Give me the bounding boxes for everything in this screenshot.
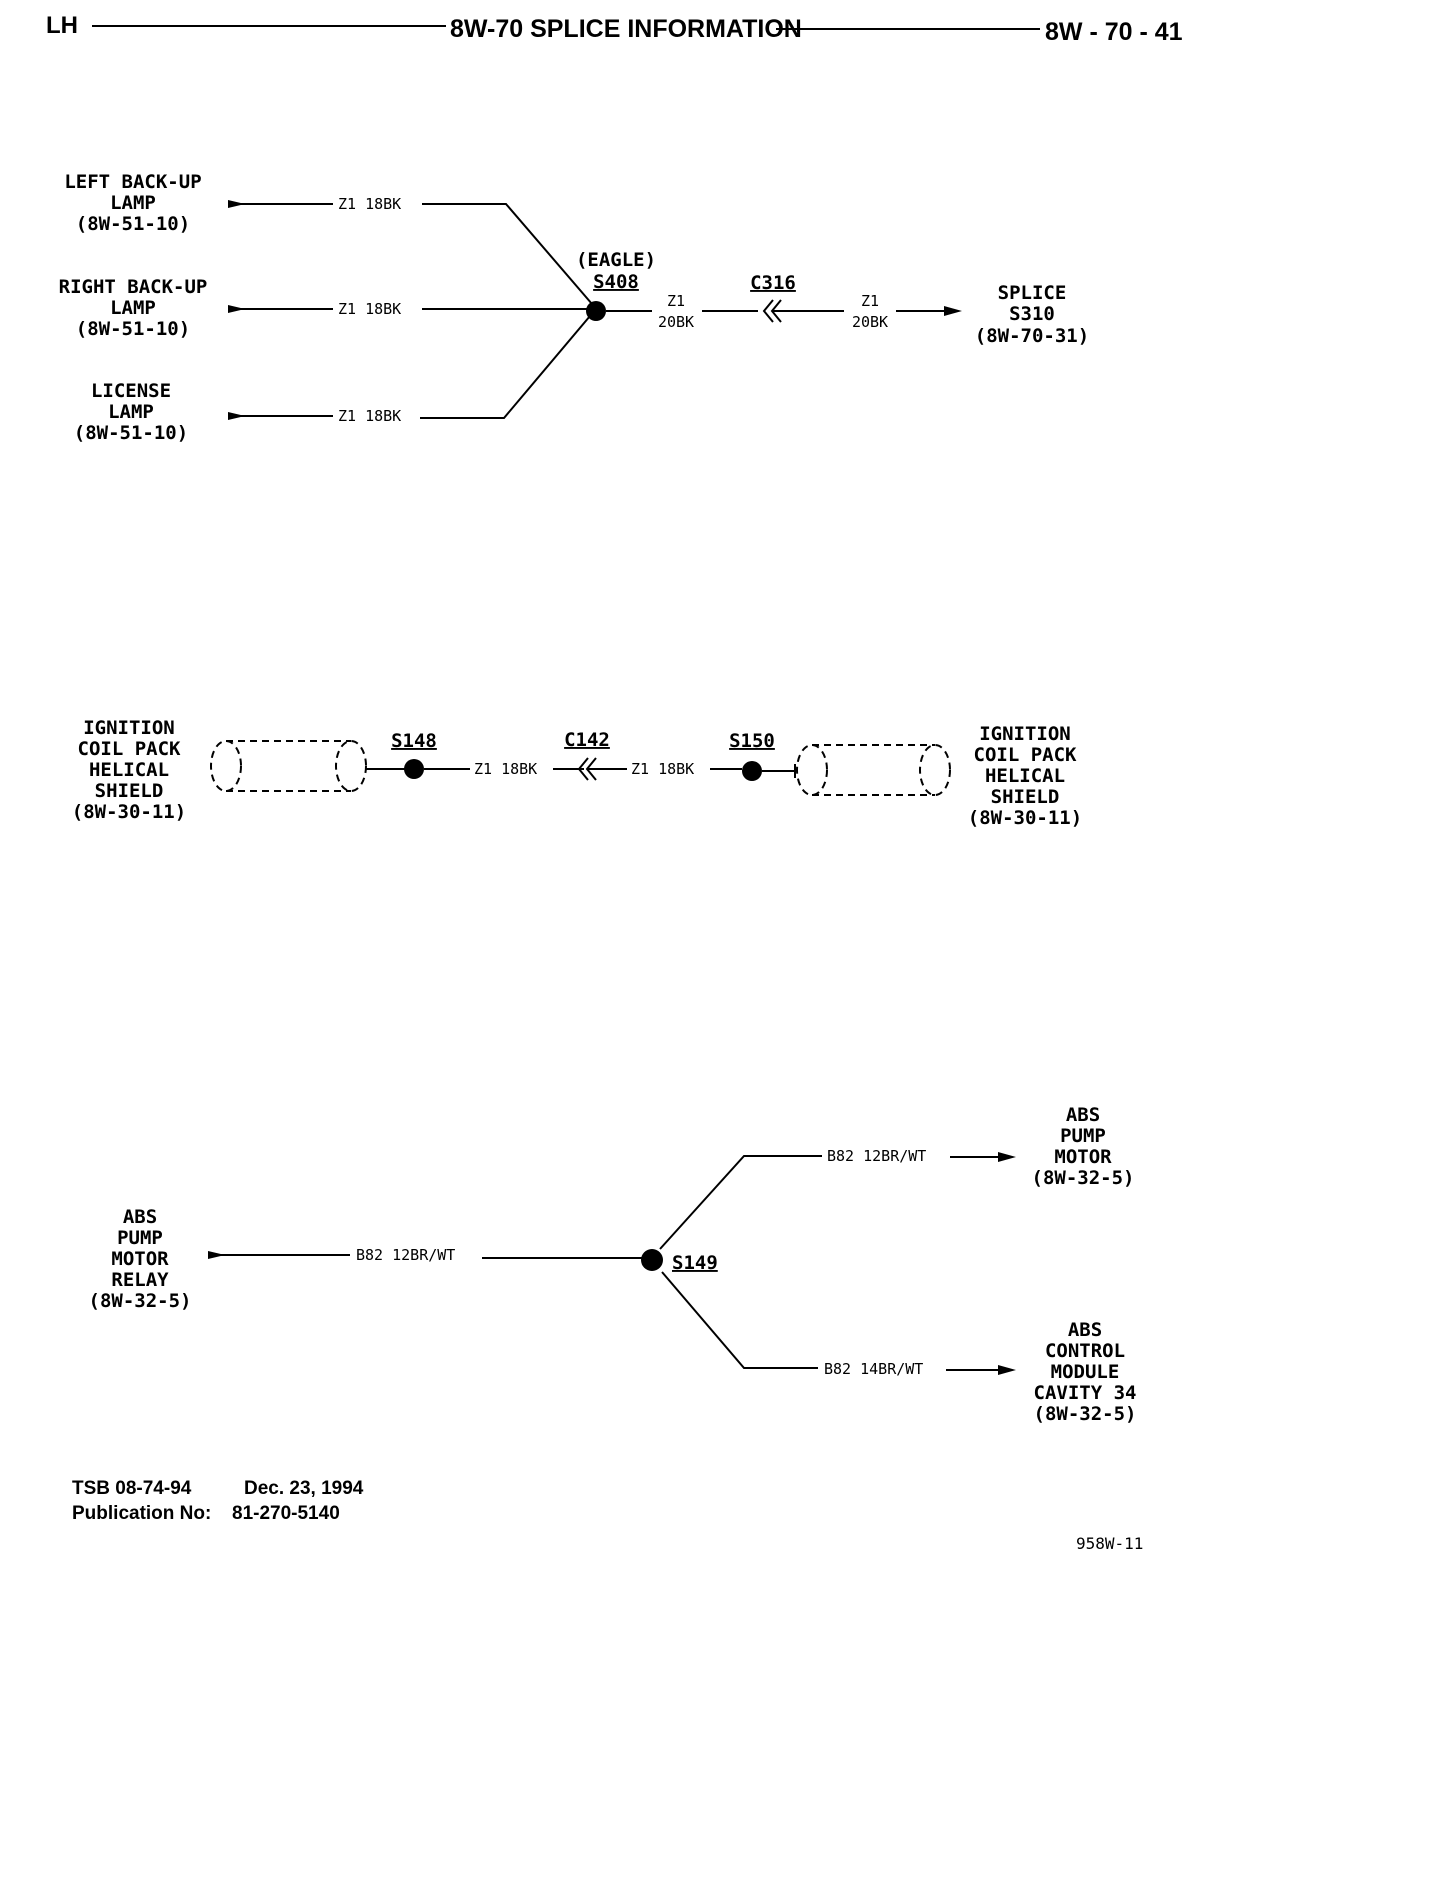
wire-label: Z1 xyxy=(667,292,685,310)
helical-shield-icon xyxy=(210,740,367,792)
source-label-line: LEFT BACK-UP xyxy=(64,171,201,193)
splice-diagram: LH 8W-70 SPLICE INFORMATION 8W - 70 - 41… xyxy=(46,12,1183,1553)
dest-label-line: MOTOR xyxy=(1054,1146,1112,1168)
diagram-s149: ABS PUMP MOTOR RELAY (8W-32-5) B82 12BR/… xyxy=(89,1104,1137,1425)
dest-label-line: CONTROL xyxy=(1045,1340,1125,1362)
wire-label: B82 14BR/WT xyxy=(824,1360,923,1378)
dest-label-line: S310 xyxy=(1009,303,1055,325)
shield-label-line: IGNITION xyxy=(979,723,1071,745)
wire-label: Z1 18BK xyxy=(338,300,401,318)
schematic-page: LH 8W-70 SPLICE INFORMATION 8W - 70 - 41… xyxy=(46,12,1183,1553)
figure-id: 958W-11 xyxy=(1076,1534,1143,1553)
connector-id-c316: C316 xyxy=(750,272,796,294)
source-license-lamp: LICENSE LAMP (8W-51-10) xyxy=(74,380,188,444)
diagram-s408: LEFT BACK-UP LAMP (8W-51-10) Z1 18BK RIG… xyxy=(59,171,1090,444)
shield-label-line: IGNITION xyxy=(83,717,175,739)
connector-id-c142: C142 xyxy=(564,729,610,751)
source-label-line: (8W-32-5) xyxy=(89,1290,192,1312)
source-label-line: PUMP xyxy=(117,1227,163,1249)
shield-label-line: COIL PACK xyxy=(974,744,1078,766)
wire-label: Z1 18BK xyxy=(338,407,401,425)
wire-label: B82 12BR/WT xyxy=(356,1246,455,1264)
source-label-line: ABS xyxy=(123,1206,157,1228)
wire-segment xyxy=(420,315,591,419)
helical-shield-icon xyxy=(796,744,951,796)
wire-label: 20BK xyxy=(852,313,888,331)
dest-abs-pump-motor: ABS PUMP MOTOR (8W-32-5) xyxy=(1032,1104,1135,1189)
wire-segment xyxy=(659,1155,822,1250)
splice-dot-icon xyxy=(742,761,762,781)
arrow-right-icon xyxy=(998,1365,1016,1375)
splice-id-s408: S408 xyxy=(593,271,639,293)
left-shield-label: IGNITION COIL PACK HELICAL SHIELD (8W-30… xyxy=(72,717,186,823)
footer: TSB 08-74-94 Dec. 23, 1994 Publication N… xyxy=(72,1478,1143,1553)
source-label-line: LAMP xyxy=(108,401,154,423)
source-label-line: LICENSE xyxy=(91,380,171,402)
wire-label: Z1 18BK xyxy=(631,760,694,778)
splice-dot-icon xyxy=(586,301,606,321)
shield-label-line: (8W-30-11) xyxy=(72,801,186,823)
source-label-line: (8W-51-10) xyxy=(74,422,188,444)
splice-id-s149: S149 xyxy=(672,1252,718,1274)
shield-label-line: COIL PACK xyxy=(78,738,182,760)
source-label-line: LAMP xyxy=(110,297,156,319)
arrow-right-icon xyxy=(998,1152,1016,1162)
right-shield-label: IGNITION COIL PACK HELICAL SHIELD (8W-30… xyxy=(968,723,1082,829)
wire-segment xyxy=(422,203,593,305)
wire-label: Z1 18BK xyxy=(338,195,401,213)
dest-label-line: MODULE xyxy=(1051,1361,1120,1383)
wire-segment xyxy=(661,1271,818,1369)
source-label-line: LAMP xyxy=(110,192,156,214)
dest-label-line: PUMP xyxy=(1060,1125,1106,1147)
dest-label-line: CAVITY 34 xyxy=(1034,1382,1137,1404)
shield-label-line: (8W-30-11) xyxy=(968,807,1082,829)
tsb-number: TSB 08-74-94 xyxy=(72,1478,192,1499)
splice-id-s150: S150 xyxy=(729,730,775,752)
source-abs-pump-motor-relay: ABS PUMP MOTOR RELAY (8W-32-5) xyxy=(89,1206,192,1312)
source-label-line: MOTOR xyxy=(111,1248,169,1270)
dest-splice-s310: SPLICE S310 (8W-70-31) xyxy=(975,282,1089,347)
dest-label-line: SPLICE xyxy=(998,282,1067,304)
source-label-line: RIGHT BACK-UP xyxy=(59,276,208,298)
splice-note: (EAGLE) xyxy=(576,249,656,271)
page-number: 8W - 70 - 41 xyxy=(1045,18,1183,46)
wire-label: 20BK xyxy=(658,313,694,331)
publication-label: Publication No: xyxy=(72,1503,211,1524)
wire-label: Z1 xyxy=(861,292,879,310)
shield-label-line: HELICAL xyxy=(985,765,1065,787)
dest-label-line: ABS xyxy=(1066,1104,1100,1126)
wire-label: B82 12BR/WT xyxy=(827,1147,926,1165)
source-left-backup-lamp: LEFT BACK-UP LAMP (8W-51-10) xyxy=(64,171,201,235)
splice-dot-icon xyxy=(641,1249,663,1271)
splice-dot-icon xyxy=(404,759,424,779)
source-label-line: (8W-51-10) xyxy=(76,213,190,235)
source-label-line: RELAY xyxy=(111,1269,169,1291)
shield-label-line: HELICAL xyxy=(89,759,169,781)
source-right-backup-lamp: RIGHT BACK-UP LAMP (8W-51-10) xyxy=(59,276,208,340)
header-left: LH xyxy=(46,12,78,39)
dest-abs-control-module: ABS CONTROL MODULE CAVITY 34 (8W-32-5) xyxy=(1034,1319,1137,1425)
arrow-right-icon xyxy=(944,306,962,316)
splice-id-s148: S148 xyxy=(391,730,437,752)
dest-label-line: (8W-32-5) xyxy=(1032,1167,1135,1189)
shield-label-line: SHIELD xyxy=(991,786,1060,808)
dest-label-line: (8W-32-5) xyxy=(1034,1403,1137,1425)
wire-label: Z1 18BK xyxy=(474,760,537,778)
source-label-line: (8W-51-10) xyxy=(76,318,190,340)
tsb-date: Dec. 23, 1994 xyxy=(244,1478,364,1499)
dest-label-line: (8W-70-31) xyxy=(975,325,1089,347)
shield-label-line: SHIELD xyxy=(95,780,164,802)
publication-number: 81-270-5140 xyxy=(232,1503,340,1524)
page-title: 8W-70 SPLICE INFORMATION xyxy=(450,15,802,43)
dest-label-line: ABS xyxy=(1068,1319,1102,1341)
diagram-s148-s150: IGNITION COIL PACK HELICAL SHIELD (8W-30… xyxy=(72,717,1082,829)
